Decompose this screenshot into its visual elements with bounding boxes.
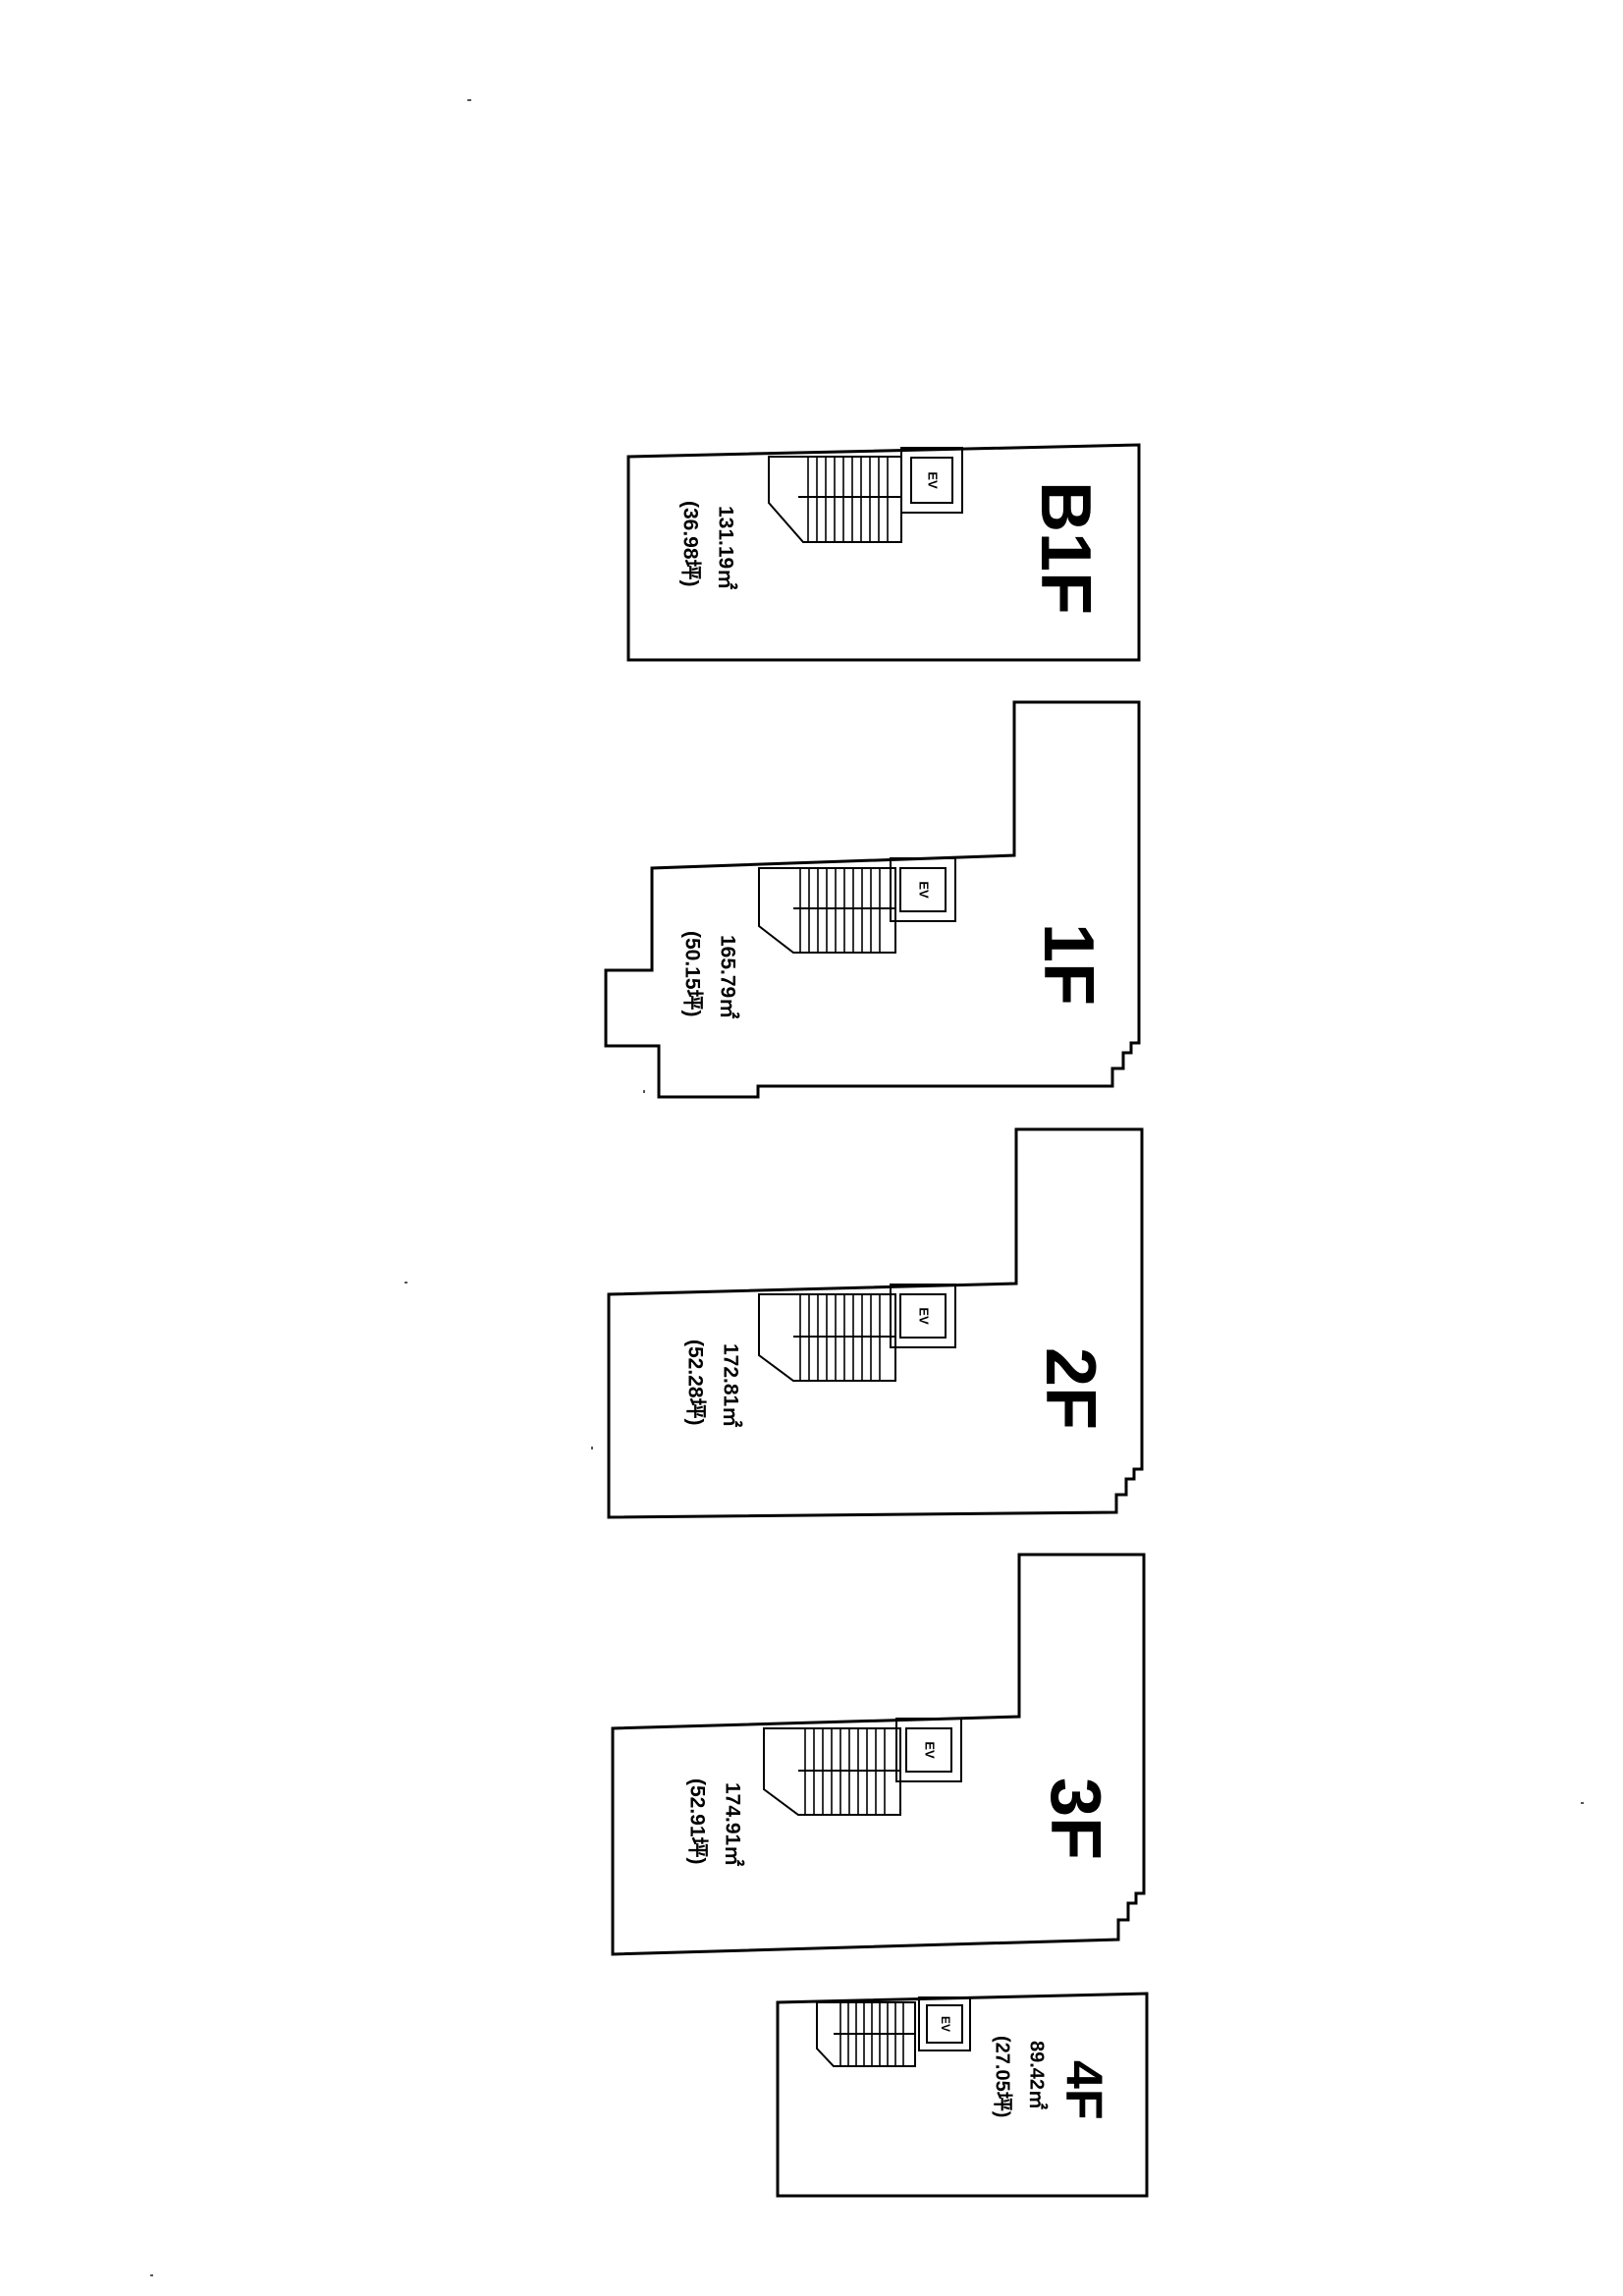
floor-outline-4f (776, 1992, 1149, 2198)
stair-treads-4f (839, 2003, 904, 2065)
elevator-b1f: EV (900, 447, 963, 514)
floor-outline-1f (604, 700, 1141, 1099)
area-tsubo-4f: (27.05坪) (992, 2036, 1014, 2117)
area-tsubo-b1f: (36.98坪) (678, 501, 701, 587)
floor-label-2f: 2F (1031, 1347, 1109, 1430)
floor-label-4f: 4F (1055, 2060, 1111, 2120)
area-tsubo-3f: (52.91坪) (685, 1778, 708, 1865)
area-sqm-1f: 165.79㎡ (716, 935, 739, 1018)
ev-label-4f: EV (939, 2016, 952, 2032)
stair-treads-b1f (807, 458, 889, 541)
area-tsubo-2f: (52.28坪) (683, 1339, 706, 1426)
area-sqm-3f: 174.91㎡ (721, 1782, 744, 1866)
elevator-4f: EV (918, 1996, 971, 2051)
area-sqm-b1f: 131.19㎡ (714, 506, 737, 589)
area-sqm-4f: 89.42㎡ (1026, 2041, 1050, 2109)
staircase-3f (763, 1727, 901, 1816)
floor-2f: EV 172.81㎡ (52.28坪) 2F (607, 1127, 1144, 1519)
stair-treads-3f (804, 1729, 886, 1814)
area-sqm-2f: 172.81㎡ (719, 1343, 742, 1427)
elevator-3f: EV (895, 1718, 962, 1782)
floor-label-3f: 3F (1036, 1777, 1114, 1860)
floor-b1f: EV 131.19㎡ (36.98坪) B1F (626, 443, 1141, 662)
ev-label-b1f: EV (926, 471, 941, 489)
area-tsubo-1f: (50.15坪) (680, 931, 703, 1017)
floor-outline-2f (607, 1127, 1144, 1519)
staircase-2f (758, 1293, 896, 1382)
staircase-1f (758, 867, 896, 954)
elevator-1f: EV (890, 857, 956, 922)
staircase-b1f (768, 456, 902, 543)
floor-outline-b1f (626, 443, 1141, 662)
ev-label-2f: EV (917, 1307, 932, 1325)
floor-1f: EV 165.79㎡ (50.15坪) 1F (604, 700, 1141, 1099)
floor-4f: EV 89.42㎡ (27.05坪) 4F (776, 1992, 1149, 2198)
staircase-4f (816, 2001, 916, 2067)
floor-label-1f: 1F (1029, 923, 1108, 1006)
floor-label-b1f: B1F (1026, 481, 1105, 615)
elevator-2f: EV (890, 1284, 956, 1348)
floor-3f: EV 174.91㎡ (52.91坪) 3F (611, 1553, 1146, 1956)
ev-label-1f: EV (917, 881, 932, 899)
ev-label-3f: EV (923, 1741, 938, 1759)
scan-specks (150, 99, 1584, 2276)
stair-treads-2f (799, 1295, 881, 1380)
floor-outline-3f (611, 1553, 1146, 1956)
stair-treads-1f (799, 869, 881, 952)
